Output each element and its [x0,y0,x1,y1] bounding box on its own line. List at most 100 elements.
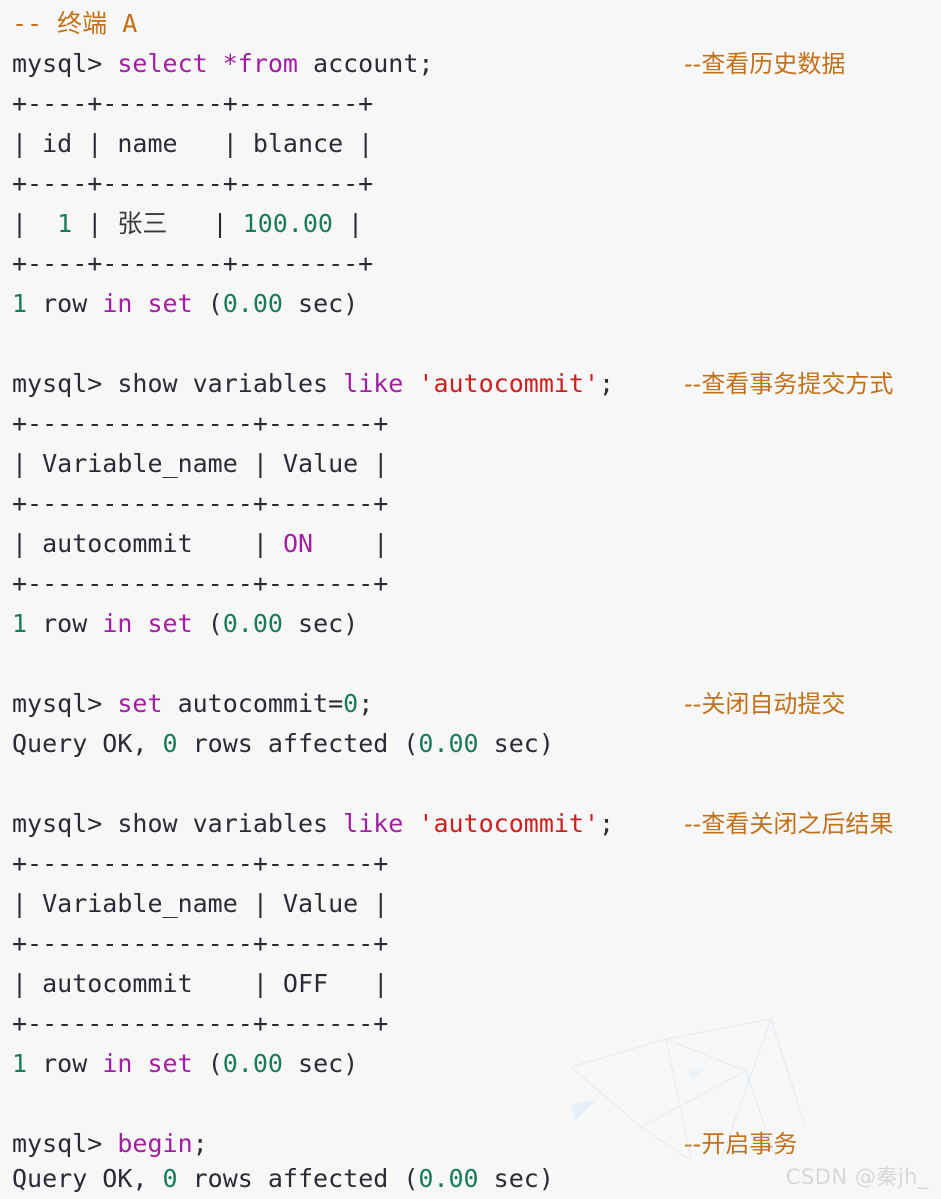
token-kw: like [343,369,419,398]
token-plain: +----+--------+--------+ [12,249,374,278]
terminal-line-code: +---------------+-------+ [12,924,388,964]
token-plain: row [27,609,103,638]
token-plain: | Variable_name | Value | [12,449,389,478]
token-kw: ON [282,529,314,558]
token-plain: sec) [282,1049,359,1078]
terminal-line-code: mysql> set autocommit=0; [12,684,373,724]
token-kw: select *from [117,49,314,78]
terminal-line-code: mysql> select *from account; [12,44,433,84]
token-kw: like [343,809,419,838]
token-plain: +---------------+-------+ [12,929,389,958]
token-plain: | id | name | blance | [12,129,374,158]
terminal-line-code: | 1 | 张三 | 100.00 | [12,204,363,244]
terminal-line-code: Query OK, 0 rows affected (0.00 sec) [12,1159,554,1199]
terminal-line: 1 row in set (0.00 sec) [0,604,941,644]
token-kw: in set [102,1049,208,1078]
terminal-line-code: 1 row in set (0.00 sec) [12,284,358,324]
token-plain: | [72,209,118,238]
token-num: 0.00 [222,609,283,638]
token-plain: rows affected ( [177,729,419,758]
terminal-line: | 1 | 张三 | 100.00 | [0,204,941,244]
token-plain: mysql> [12,1129,118,1158]
token-num: 1 [12,1049,28,1078]
token-plain: mysql> [12,809,118,838]
token-kw: begin [117,1129,193,1158]
terminal-line: Query OK, 0 rows affected (0.00 sec) [0,724,941,764]
token-num: 0.00 [222,289,283,318]
token-plain: Query OK, [12,1164,163,1193]
token-plain: +---------------+-------+ [12,1009,389,1038]
terminal-line: +----+--------+--------+ [0,244,941,284]
terminal-line: mysql> select *from account;--查看历史数据 [0,44,941,84]
terminal-line-code: | autocommit | OFF | [12,964,388,1004]
token-plain: rows affected ( [177,1164,419,1193]
token-plain: +---------------+-------+ [12,569,389,598]
token-plain: +---------------+-------+ [12,849,389,878]
terminal-line [0,644,941,684]
token-num: 100.00 [242,209,333,238]
token-plain: | autocommit | OFF | [12,969,389,998]
token-kw: in set [102,289,208,318]
token-plain: sec) [478,729,554,758]
terminal-line: mysql> begin; --开启事务 [0,1124,941,1164]
token-kw: in set [102,609,208,638]
terminal-line-code: | Variable_name | Value | [12,444,388,484]
token-plain: mysql> [12,689,118,718]
token-plain: sec) [282,289,359,318]
terminal-line-code: +---------------+-------+ [12,404,388,444]
terminal-line: mysql> show variables like 'autocommit';… [0,804,941,844]
token-plain: | autocommit | [12,529,283,558]
token-plain: Query OK, [12,729,163,758]
token-plain: ( [207,609,223,638]
terminal-line: Query OK, 0 rows affected (0.00 sec) [0,1159,941,1199]
token-plain: show variables [117,369,344,398]
token-plain: ; [192,1129,208,1158]
token-num: 0.00 [418,729,479,758]
token-num: 0 [343,689,359,718]
terminal-line-code: mysql> show variables like 'autocommit'; [12,804,614,844]
terminal-line-code: +---------------+-------+ [12,564,388,604]
terminal-line: +----+--------+--------+ [0,164,941,204]
token-cmt: -- [12,9,58,38]
token-cmt: 终端 [57,9,123,38]
token-plain: mysql> [12,49,118,78]
token-plain: ( [207,289,223,318]
inline-comment: --开启事务 [684,1130,798,1158]
terminal-line: | Variable_name | Value | [0,884,941,924]
token-plain: row [27,1049,103,1078]
terminal-line [0,324,941,364]
csdn-watermark: CSDN @秦jh_ [785,1165,929,1189]
token-num: 1 [12,609,28,638]
token-num: 1 [57,209,73,238]
terminal-line-code: +----+--------+--------+ [12,164,373,204]
token-cmt: A [122,9,138,38]
token-plain: ; [599,809,615,838]
terminal-line [0,1084,941,1124]
terminal-line-code: +---------------+-------+ [12,484,388,524]
token-cjk: 张三 [117,209,168,238]
token-plain: | [332,209,364,238]
token-plain: sec) [282,609,359,638]
terminal-line: +---------------+-------+ [0,564,941,604]
terminal-line-code: | Variable_name | Value | [12,884,388,924]
token-plain: show variables [117,809,344,838]
terminal-line: +---------------+-------+ [0,924,941,964]
token-plain: +----+--------+--------+ [12,169,374,198]
token-plain: mysql> [12,369,118,398]
token-str: 'autocommit' [418,369,600,398]
token-plain: sec) [478,1164,554,1193]
terminal-line: | autocommit | OFF | [0,964,941,1004]
terminal-line-code: +---------------+-------+ [12,844,388,884]
inline-comment: --关闭自动提交 [684,690,846,718]
token-plain: +---------------+-------+ [12,409,389,438]
token-str: 'autocommit' [418,809,600,838]
terminal-line: 1 row in set (0.00 sec) [0,1044,941,1084]
terminal-line: +----+--------+--------+ [0,84,941,124]
terminal-line: mysql> show variables like 'autocommit';… [0,364,941,404]
token-num: 0.00 [418,1164,479,1193]
token-plain: +----+--------+--------+ [12,89,374,118]
token-plain: | Variable_name | Value | [12,889,389,918]
terminal-line: | autocommit | ON | [0,524,941,564]
token-num: 0 [162,1164,178,1193]
